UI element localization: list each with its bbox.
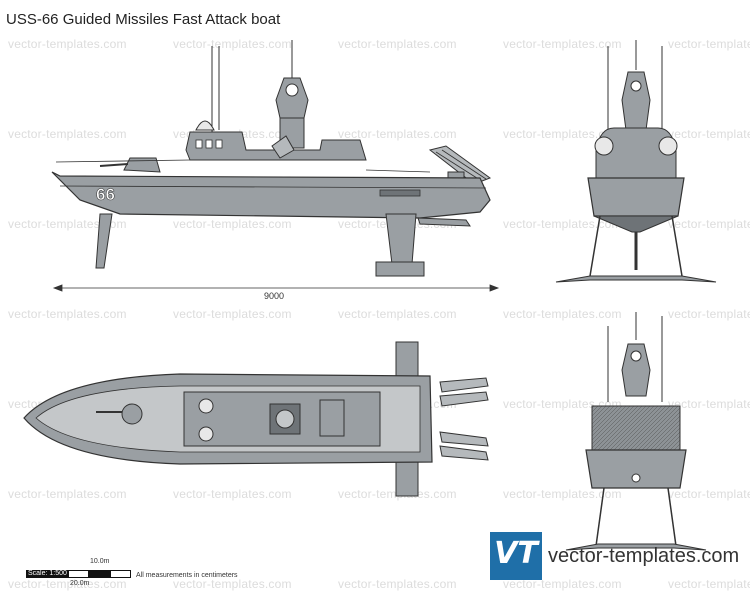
side-view: 66 (51, 40, 500, 292)
watermark-text: vector-templates.com (8, 127, 127, 141)
missile-launchers-side (428, 145, 492, 185)
watermark-text: vector-templates.com (173, 487, 292, 501)
scale-segment (89, 570, 110, 578)
logo-mark: VT (494, 536, 538, 571)
front-view (555, 40, 717, 283)
scale-label: Scale: 1:500 (28, 570, 67, 577)
vt-logo: VT (490, 532, 542, 580)
superstructure (185, 131, 367, 161)
page-title: USS-66 Guided Missiles Fast Attack boat (6, 11, 281, 28)
length-dimension (52, 284, 500, 292)
deck-gun (123, 157, 161, 173)
scale-segment (26, 570, 68, 578)
watermark-text: vector-templates.com (8, 577, 127, 591)
watermark-text: vector-templates.com (8, 217, 127, 231)
scale-mark-10m: 10.0m (90, 558, 110, 565)
length-dimension-label: 9000 (264, 291, 285, 301)
hydrofoil-struts-side (95, 213, 471, 277)
watermark-text: vector-templates.com (668, 307, 750, 321)
watermark-text: vector-templates.com (503, 217, 622, 231)
watermark-text: vector-templates.com (173, 577, 292, 591)
watermark-text: vector-templates.com (503, 37, 622, 51)
radome (195, 120, 215, 131)
hull-number: 66 (96, 185, 115, 204)
watermark-text: vector-templates.com (503, 577, 622, 591)
side-masts (211, 40, 293, 138)
watermark-text: vector-templates.com (338, 307, 457, 321)
rear-view (565, 312, 707, 551)
scale-segment (68, 570, 89, 578)
watermark-text: vector-templates.com (668, 217, 750, 231)
watermark-text: vector-templates.com (668, 37, 750, 51)
watermark-text: vector-templates.com (173, 217, 292, 231)
watermark-text: vector-templates.com (503, 307, 622, 321)
measurement-note: All measurements in centimeters (136, 572, 238, 579)
watermark-text: vector-templates.com (668, 577, 750, 591)
watermark-text: vector-templates.com (8, 307, 127, 321)
watermark-text: vector-templates.com (668, 397, 750, 411)
watermark-text: vector-templates.com (503, 487, 622, 501)
watermark-text: vector-templates.com (503, 127, 622, 141)
top-view (23, 341, 489, 497)
watermark-text: vector-templates.com (668, 127, 750, 141)
missile-launchers-top (439, 377, 489, 461)
watermark-text: vector-templates.com (338, 127, 457, 141)
brand-name: vector-templates.com (548, 545, 740, 567)
watermark-text: vector-templates.com (8, 487, 127, 501)
side-hull (51, 171, 491, 219)
scale-mark-20m: 20.0m (70, 580, 90, 587)
scale-segment (110, 570, 131, 578)
scale-bar (26, 570, 136, 578)
watermark-text: vector-templates.com (338, 577, 457, 591)
watermark-text: vector-templates.com (8, 37, 127, 51)
watermark-text: vector-templates.com (338, 37, 457, 51)
watermark-text: vector-templates.com (173, 37, 292, 51)
launcher-tube (271, 135, 295, 159)
watermark-text: vector-templates.com (668, 487, 750, 501)
watermark-text: vector-templates.com (173, 307, 292, 321)
